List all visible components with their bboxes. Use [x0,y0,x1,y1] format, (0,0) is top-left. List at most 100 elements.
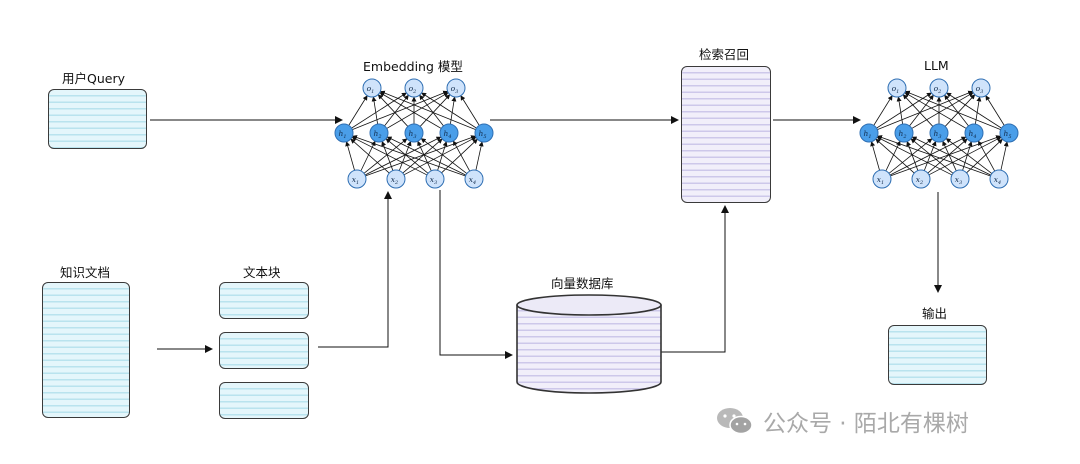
llm-net-edge [904,90,1001,131]
svg-text:h1: h1 [338,129,346,140]
llm-net-node-x4: x4 [989,169,1009,189]
svg-text:x2: x2 [391,175,398,186]
embedding-net-edge [398,140,412,171]
label-knowledge-docs: 知识文档 [60,265,111,280]
llm-net-node-x1: x1 [872,169,892,189]
watermark-text: 公众号 · 陌北有棵树 [763,411,969,437]
embedding-net-edge [386,136,467,176]
llm-net-edge [962,141,973,171]
embedding-net-edge [360,140,376,172]
llm-net-edge [873,95,893,126]
embedding-net-edge [352,135,466,177]
embedding-net-edge [351,136,428,176]
embedding-net-edge [348,95,368,126]
llm-net-edge [875,138,915,174]
llm-net-edge [870,141,880,171]
embedding-net-node-o1: o1 [362,78,382,98]
llm-net-edge [909,94,934,127]
retrieval-card [681,66,771,203]
svg-text:o1: o1 [892,84,900,95]
llm-net-edge [944,94,969,127]
embedding-net-node-x4: x4 [464,169,484,189]
svg-text:h2: h2 [898,129,906,140]
embedding-net-node-x1: x1 [347,169,367,189]
label-output: 输出 [922,306,948,321]
svg-text:h1: h1 [863,129,871,140]
llm-net-node-h5: h5 [999,123,1019,143]
llm-net-edge [911,92,974,129]
embedding-net-node-o3: o3 [446,78,466,98]
llm-net-edge [885,140,901,172]
svg-text:h3: h3 [408,129,416,140]
vector-db-cylinder [516,294,662,394]
arrow-embedding-to-vectordb [439,190,513,359]
llm-net-edge [910,138,954,174]
llm-net-edge [985,95,1005,126]
knowledge-doc-card [42,282,130,418]
llm-net-edge [977,140,996,172]
embedding-net-node-h2: h2 [369,123,389,143]
svg-text:x3: x3 [430,175,437,186]
embedding-net-edge [352,90,449,131]
text-chunk-card-3 [219,382,309,419]
llm-net-edge [889,136,967,176]
embedding-net-edge [460,95,480,126]
arrow-vectordb-to-retrieval [660,205,729,353]
llm-net-node-h1: h1 [859,123,879,143]
llm-net-edge [927,138,968,174]
svg-text:x4: x4 [469,175,476,186]
llm-net-edge [888,138,933,174]
svg-text:h3: h3 [933,129,941,140]
llm-net-node-h2: h2 [894,123,914,143]
label-text-chunks: 文本块 [243,265,281,280]
embedding-net-edge [381,140,394,171]
label-retrieval: 检索召回 [699,47,750,62]
embedding-net-edge [379,92,442,129]
embedding-net-edge [419,94,451,127]
embedding-net-node-x3: x3 [425,169,445,189]
svg-text:h4: h4 [968,129,976,140]
llm-net-edge [906,140,919,171]
embedding-net-edge [402,138,443,174]
embedding-net-edge [403,136,477,176]
llm-net-node-x3: x3 [950,169,970,189]
svg-text:h5: h5 [1003,129,1011,140]
embedding-net-edge [441,138,478,174]
llm-net-edge [944,94,976,127]
llm-net-edge [902,94,934,127]
llm-net-edge [877,90,974,131]
svg-text:x4: x4 [994,175,1001,186]
llm-net-node-o3: o3 [971,78,991,98]
watermark: 公众号 · 陌北有棵树 [715,404,969,438]
embedding-net-edge [386,92,449,129]
output-card [888,325,987,385]
embedding-net-edge [420,138,468,174]
llm-net-edge [904,92,967,129]
llm-net-edge [876,136,953,176]
embedding-net-edge [363,138,408,174]
embedding-net-edge [452,140,471,172]
embedding-net-edge [417,140,432,171]
llm-net-edge [966,138,1003,174]
llm-net-edge [911,136,992,176]
embedding-net-edge [377,94,409,127]
text-chunk-card-2 [219,332,309,369]
label-llm: LLM [924,58,949,73]
llm-net-edge [942,140,957,171]
embedding-net-node-h1: h1 [334,123,354,143]
llm-net-node-o2: o2 [929,78,949,98]
embedding-net-edge [419,94,444,127]
svg-text:x3: x3 [955,175,962,186]
svg-text:o3: o3 [976,84,984,95]
svg-text:o2: o2 [934,84,942,95]
wechat-icon [717,408,753,435]
embedding-net-node-h3: h3 [404,123,424,143]
embedding-net-edge [385,138,429,174]
embedding-net-edge [421,92,477,129]
llm-net-edge [896,96,904,125]
embedding-net-edge [384,94,409,127]
embedding-net-node-h4: h4 [439,123,459,143]
label-user-query: 用户Query [62,71,125,86]
